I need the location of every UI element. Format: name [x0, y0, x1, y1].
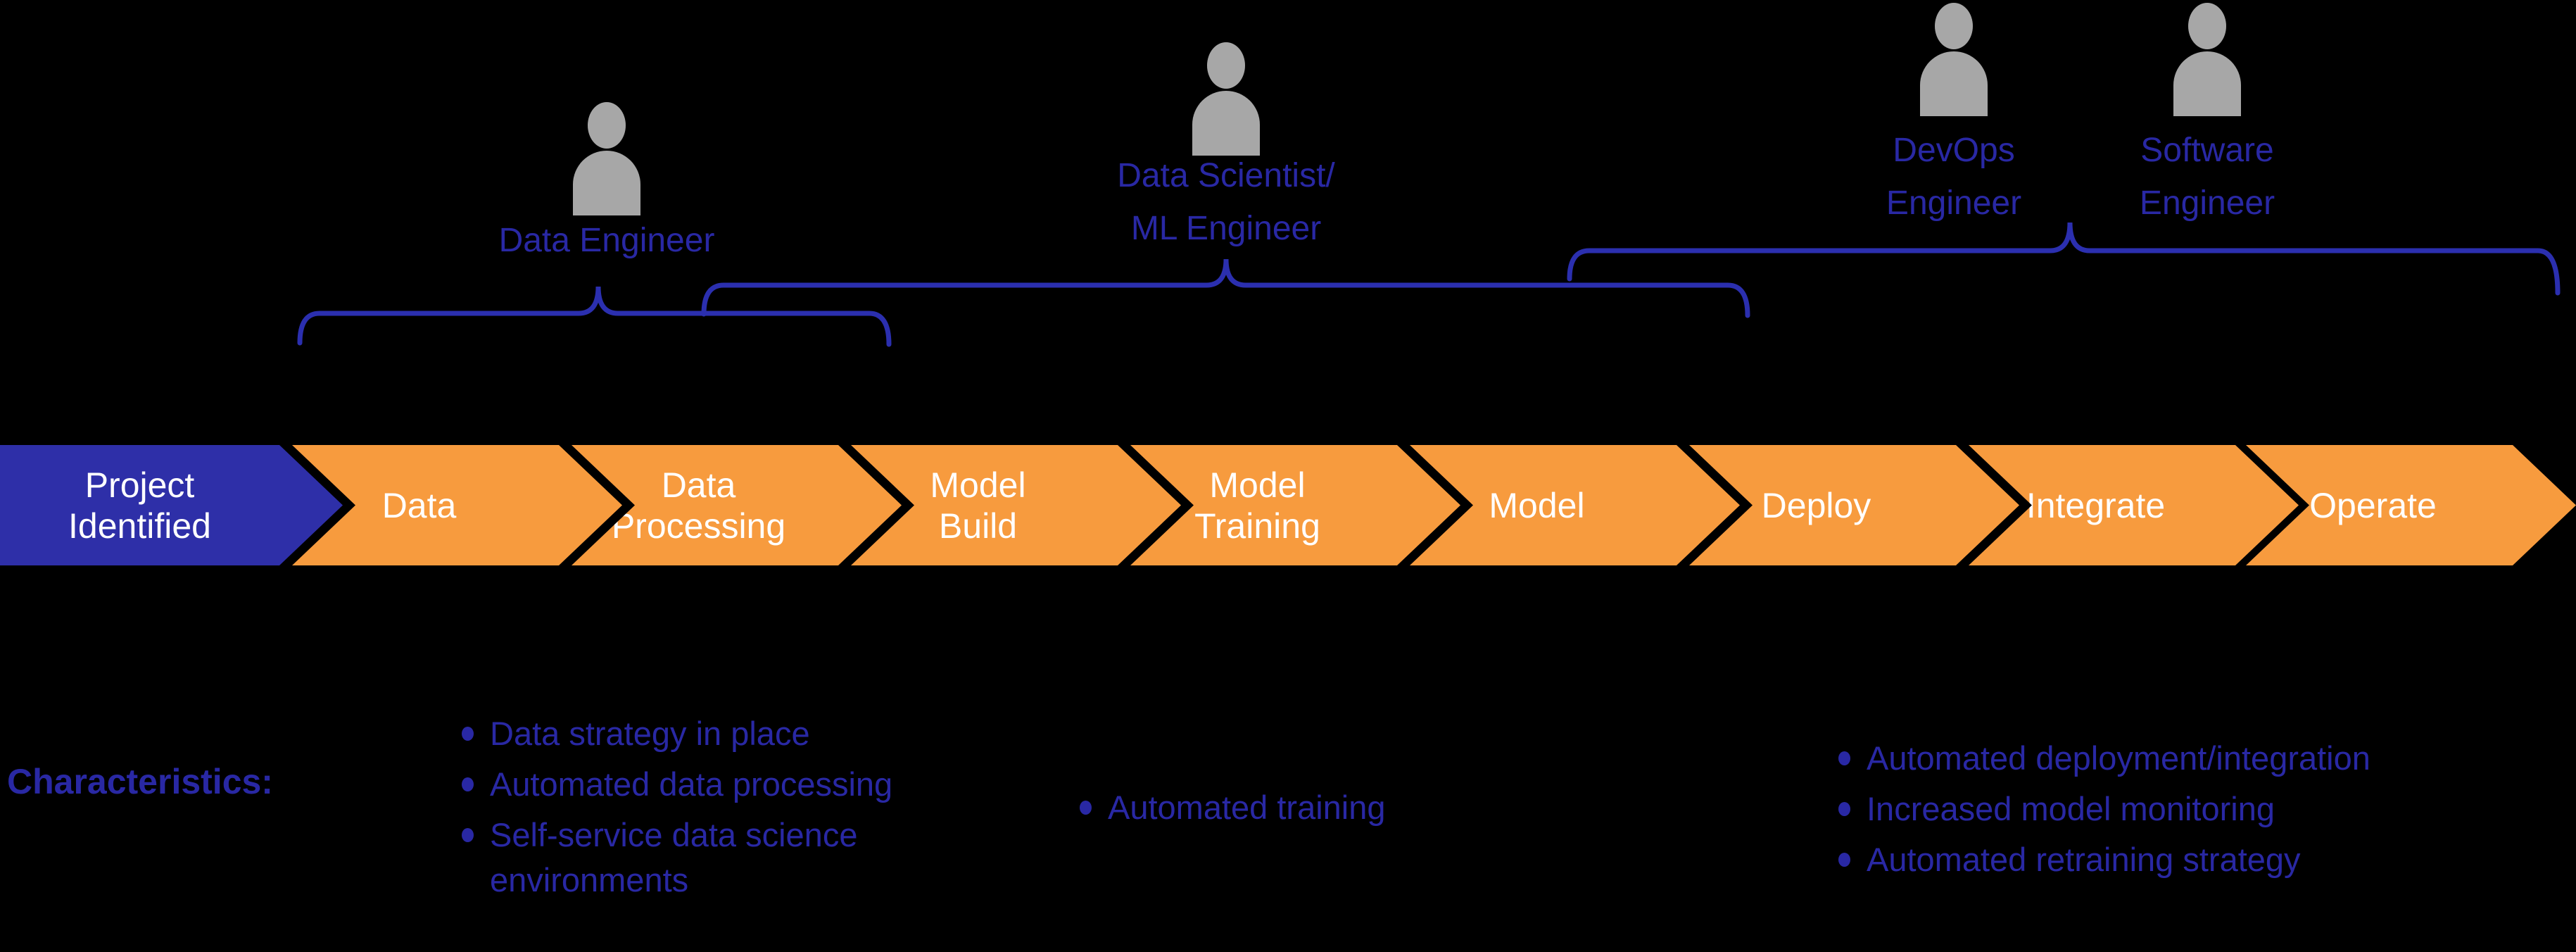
characteristics-column-operations: Automated deployment/integration Increas…	[1830, 736, 2576, 888]
stage-line: Training	[1194, 506, 1320, 546]
person-torso	[1920, 51, 1988, 116]
role-label-data-scientist: Data Scientist/ ML Engineer	[1015, 149, 1437, 255]
stage-line: Model	[930, 465, 1026, 505]
person-head	[1207, 42, 1245, 89]
person-head	[2188, 3, 2226, 49]
characteristic-item: Self-service data science environments	[453, 813, 988, 903]
characteristic-item: Automated deployment/integration	[1830, 736, 2576, 781]
person-head	[588, 102, 626, 149]
stage-operate: Operate	[2233, 445, 2576, 565]
characteristic-item: Automated data processing	[453, 762, 988, 807]
person-icon-data-scientist	[1192, 42, 1260, 156]
role-label-devops-engineer: DevOps Engineer	[1813, 124, 2095, 230]
role-label-software-engineer: Software Engineer	[2066, 124, 2348, 230]
stage-model-build: Model Build	[838, 445, 1181, 565]
role-line: Data Scientist/	[1117, 157, 1335, 194]
role-label-data-engineer: Data Engineer	[396, 214, 818, 267]
characteristic-item: Increased model monitoring	[1830, 787, 2576, 832]
stage-model: Model	[1397, 445, 1740, 565]
stage-line: Deploy	[1761, 485, 1871, 525]
person-torso	[2173, 51, 2241, 116]
characteristics-column-training: Automated training	[1071, 785, 1564, 836]
role-line: Engineer	[2139, 184, 2275, 222]
stage-line: Data	[661, 465, 736, 505]
stage-line: Data	[381, 485, 457, 525]
person-torso	[573, 151, 640, 215]
stage-line: Integrate	[2026, 485, 2166, 525]
role-line: DevOps	[1893, 132, 2015, 169]
brace-devops-software	[1567, 222, 2561, 296]
person-icon-software-engineer	[2173, 3, 2241, 116]
role-line: Software	[2140, 132, 2274, 169]
person-icon-devops-engineer	[1920, 3, 1988, 116]
stage-line: Operate	[2309, 485, 2437, 525]
stage-line: Identified	[68, 506, 211, 546]
characteristics-column-data: Data strategy in place Automated data pr…	[453, 711, 988, 908]
role-line: ML Engineer	[1130, 210, 1322, 247]
brace-data-scientist	[701, 258, 1750, 318]
stage-line: Model	[1489, 485, 1585, 525]
characteristic-item: Automated retraining strategy	[1830, 837, 2576, 882]
person-icon-data-engineer	[573, 102, 640, 215]
stage-line: Model	[1209, 465, 1306, 505]
stage-line: Project	[84, 465, 195, 505]
role-line: Data Engineer	[498, 222, 715, 259]
characteristic-item: Data strategy in place	[453, 711, 988, 756]
stage-line: Processing	[611, 506, 786, 546]
stage-project-identified: Project Identified	[0, 445, 343, 565]
characteristic-item: Automated training	[1071, 785, 1564, 830]
characteristics-heading: Characteristics:	[7, 762, 273, 801]
brace-data-engineer	[297, 286, 892, 347]
pipeline-chevron-band: Project Identified Data Data Processing …	[0, 445, 2576, 565]
person-head	[1935, 3, 1973, 49]
stage-line: Build	[938, 506, 1018, 546]
role-line: Engineer	[1886, 184, 2022, 222]
person-torso	[1192, 91, 1260, 156]
